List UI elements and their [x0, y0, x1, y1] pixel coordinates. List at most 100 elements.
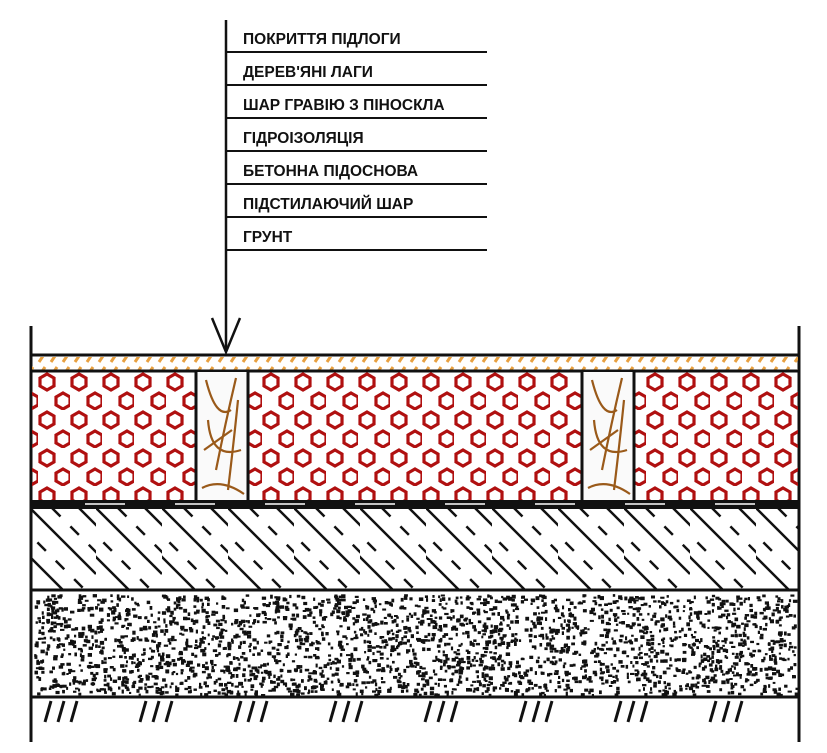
gravel-dot — [650, 634, 655, 638]
gravel-dot — [560, 612, 564, 617]
gravel-dot — [744, 616, 747, 620]
gravel-dot — [114, 680, 117, 683]
gravel-dot — [348, 658, 353, 662]
gravel-dot — [535, 596, 540, 601]
gravel-dot — [713, 629, 717, 632]
gravel-dot — [762, 690, 767, 693]
gravel-dot — [287, 652, 290, 656]
gravel-dot — [181, 598, 186, 602]
layer-label: ДЕРЕВ'ЯНІ ЛАГИ — [243, 64, 373, 81]
gravel-dot — [352, 622, 356, 626]
gravel-dot — [194, 654, 198, 658]
gravel-dot — [58, 665, 64, 669]
gravel-dot — [648, 605, 651, 608]
gravel-dot — [566, 679, 570, 682]
gravel-dot — [433, 620, 437, 625]
gravel-dot — [189, 689, 192, 694]
gravel-dot — [599, 690, 602, 695]
gravel-dot — [442, 607, 447, 610]
gravel-dot — [421, 672, 426, 677]
gravel-dot — [531, 687, 534, 690]
gravel-dot — [421, 678, 425, 681]
gravel-dot — [792, 675, 796, 678]
gravel-dot — [345, 685, 350, 689]
gravel-dot — [672, 621, 676, 626]
gravel-dot — [355, 674, 359, 677]
gravel-dot — [218, 633, 223, 636]
gravel-dot — [721, 680, 726, 685]
gravel-dot — [649, 691, 653, 694]
gravel-dot — [52, 611, 58, 615]
gravel-dot — [160, 655, 165, 659]
gravel-dot — [34, 670, 38, 675]
gravel-dot — [147, 619, 150, 623]
gravel-dot — [610, 663, 613, 666]
gravel-dot — [245, 594, 250, 597]
gravel-dot — [61, 607, 64, 612]
gravel-dot — [536, 606, 540, 609]
gravel-dot — [733, 607, 736, 612]
gravel-dot — [337, 643, 342, 647]
gravel-dot — [301, 679, 304, 683]
gravel-dot — [221, 688, 226, 692]
gravel-dot — [229, 690, 234, 695]
gravel-dot — [512, 672, 516, 677]
gravel-dot — [211, 638, 214, 641]
gravel-dot — [113, 608, 117, 612]
gravel-dot — [462, 632, 465, 635]
gravel-dot — [687, 627, 692, 631]
gravel-dot — [500, 641, 506, 645]
gravel-dot — [58, 643, 63, 646]
gravel-dot — [256, 640, 259, 645]
gravel-dot — [73, 690, 77, 693]
gravel-dot — [366, 658, 369, 661]
gravel-dot — [489, 651, 493, 654]
gravel-dot — [553, 598, 557, 602]
gravel-dot — [106, 682, 110, 687]
gravel-dot — [398, 676, 402, 679]
gravel-dot — [744, 680, 748, 683]
gravel-dot — [456, 663, 461, 667]
gravel-dot — [718, 607, 722, 610]
gravel-dot — [193, 595, 198, 599]
gravel-dot — [543, 684, 546, 688]
gravel-dot — [341, 665, 345, 668]
gravel-dot — [473, 628, 477, 632]
gravel-dot — [193, 598, 197, 602]
gravel-dot — [608, 685, 613, 687]
gravel-dot — [429, 686, 435, 691]
gravel-dot — [431, 599, 436, 602]
gravel-dot — [218, 622, 223, 626]
gravel-dot — [591, 694, 594, 697]
gravel-dot — [400, 689, 404, 693]
gravel-dot — [442, 650, 445, 654]
gravel-dot — [682, 650, 687, 654]
gravel-dot — [672, 638, 677, 641]
gravel-dot — [221, 692, 226, 695]
gravel-dot — [60, 655, 64, 658]
gravel-dot — [662, 645, 665, 648]
gravel-dot — [620, 665, 625, 668]
gravel-dot — [167, 606, 171, 610]
gravel-dot — [554, 604, 558, 608]
gravel-dot — [367, 648, 372, 652]
gravel-dot — [292, 617, 297, 621]
gravel-dot — [165, 608, 168, 611]
gravel-dot — [649, 631, 653, 634]
gravel-dot — [688, 644, 691, 648]
gravel-dot — [387, 601, 392, 605]
gravel-dot — [703, 657, 708, 661]
gravel-dot — [160, 690, 165, 695]
gravel-dot — [777, 597, 781, 600]
gravel-dot — [211, 669, 215, 673]
gravel-dot — [315, 624, 319, 628]
gravel-dot — [545, 636, 549, 640]
gravel-dot — [739, 676, 742, 679]
gravel-dot — [510, 640, 513, 643]
gravel-dot — [312, 670, 317, 675]
gravel-dot — [581, 665, 586, 668]
gravel-dot — [46, 647, 50, 651]
gravel-dot — [103, 683, 108, 687]
gravel-dot — [35, 621, 38, 624]
gravel-dot — [253, 676, 258, 681]
